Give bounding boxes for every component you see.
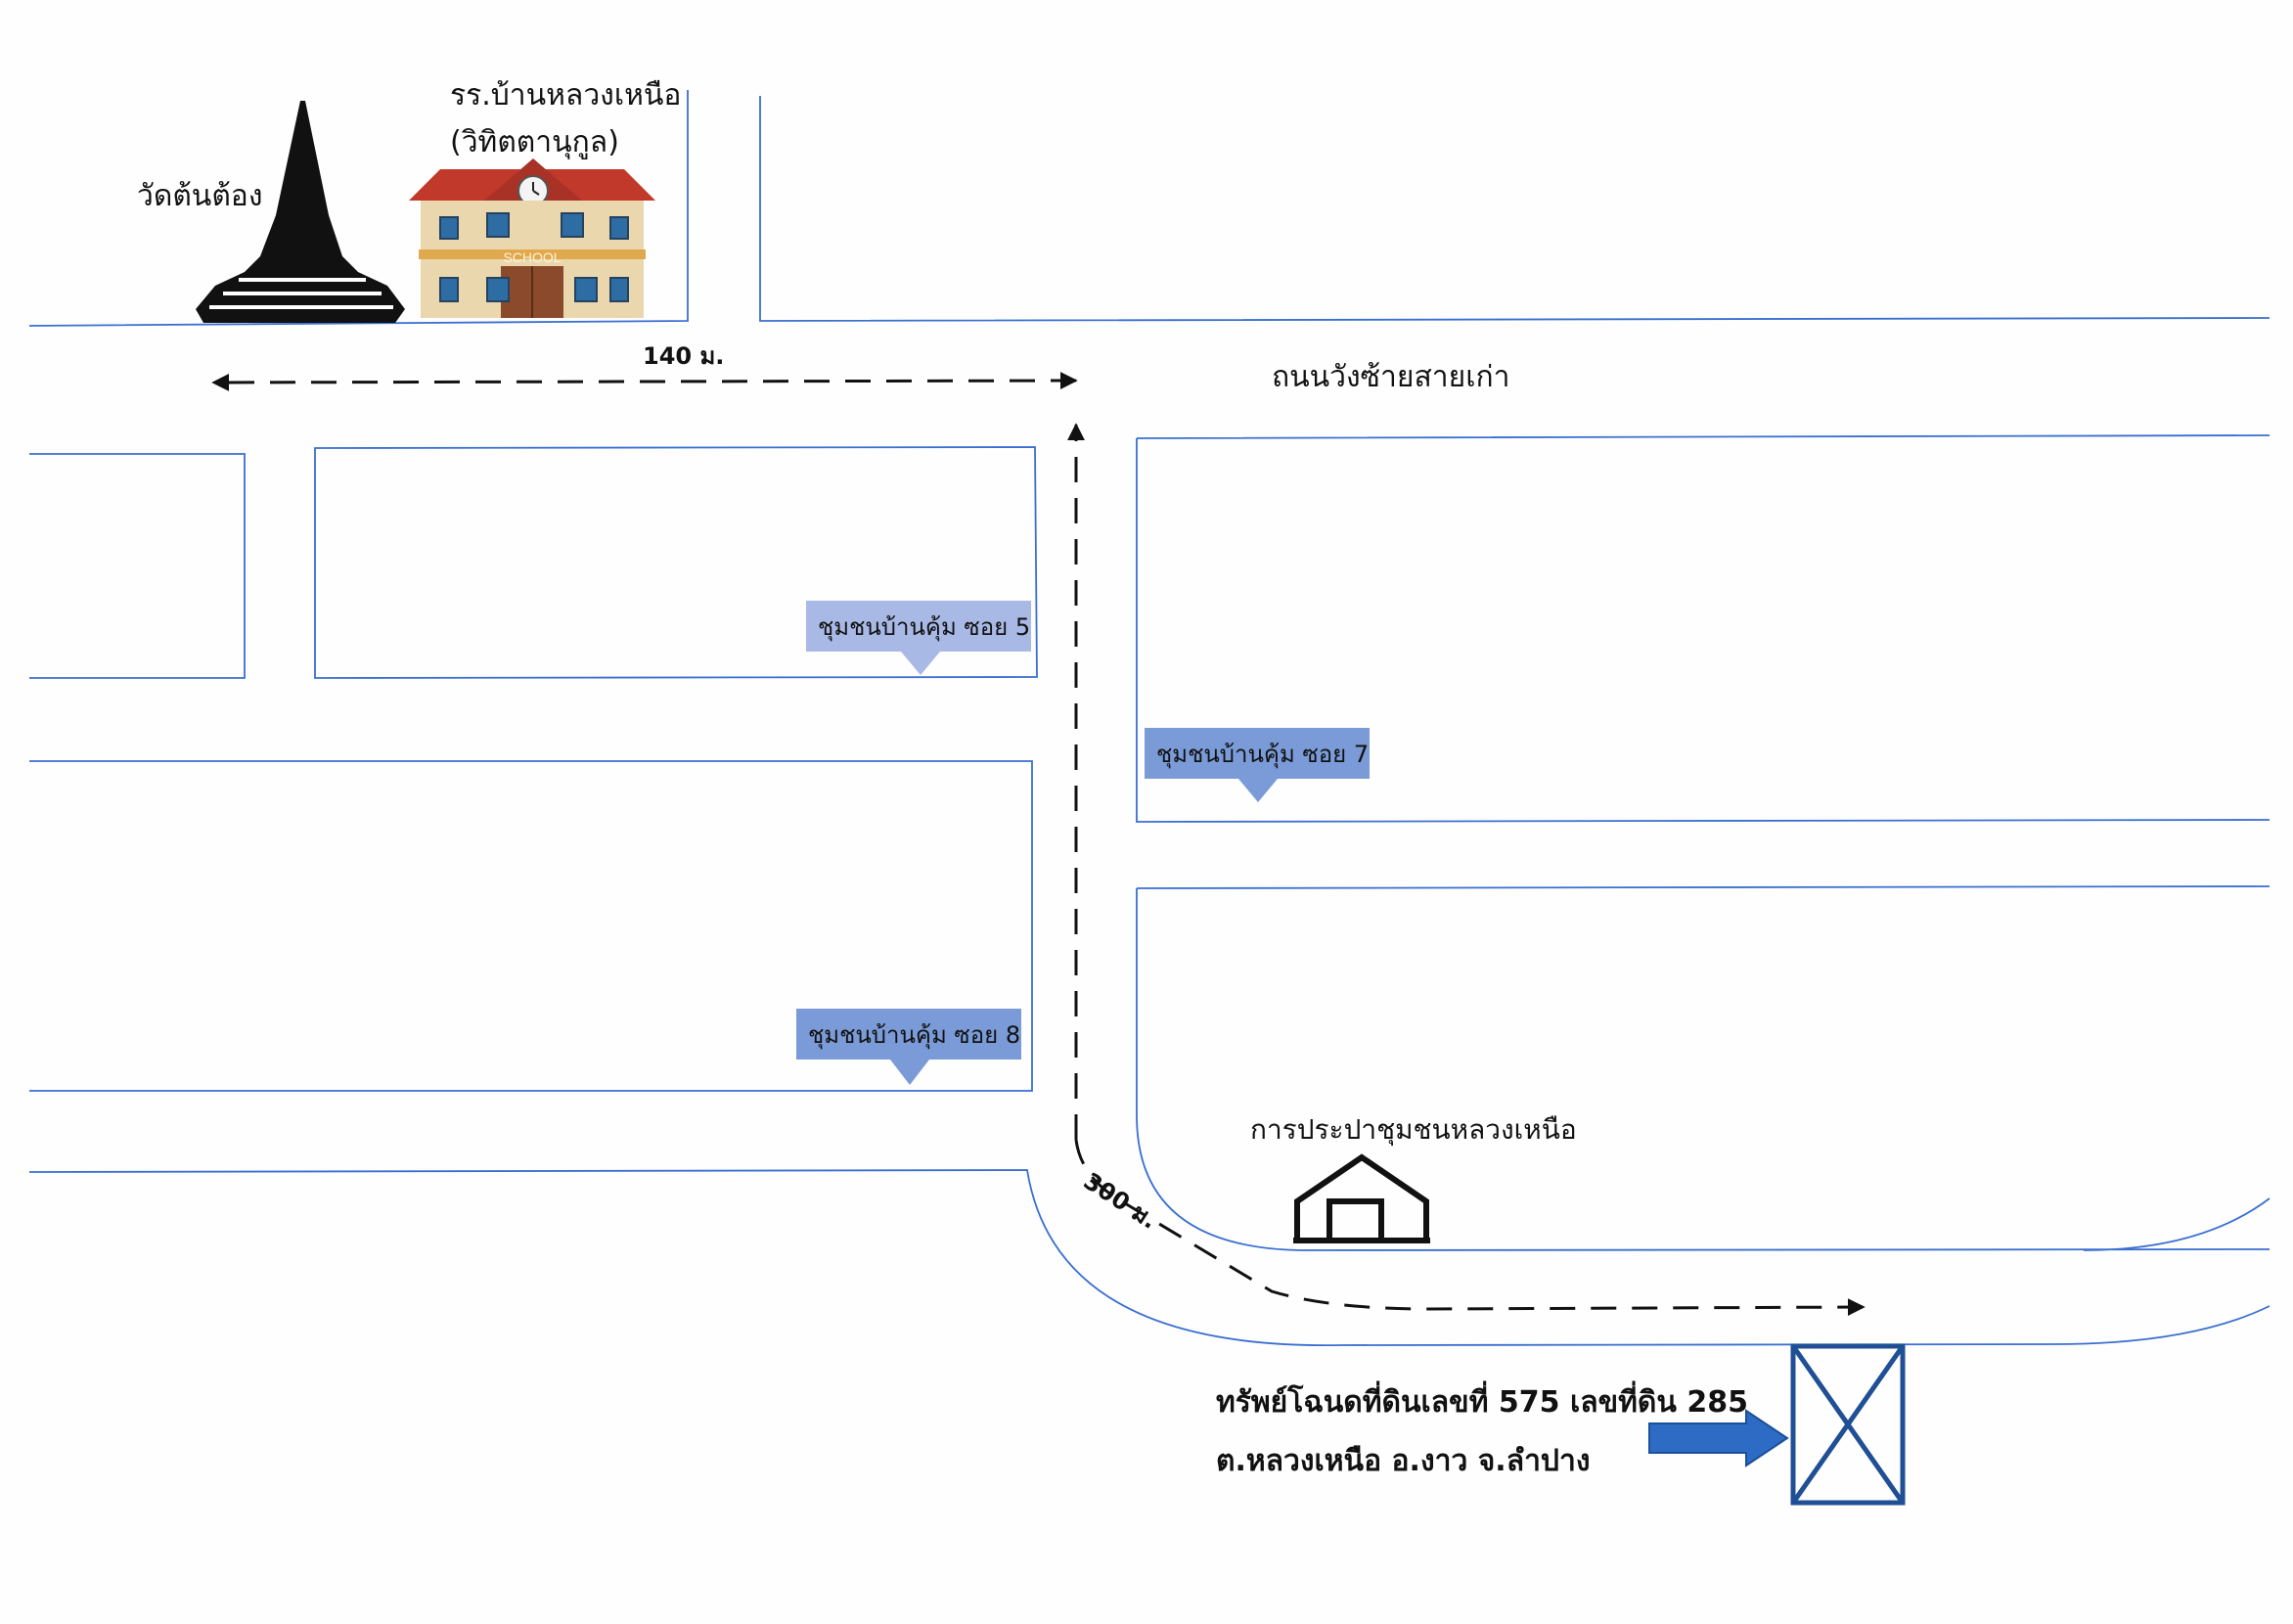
route-140m xyxy=(211,372,1078,391)
road-south-edge xyxy=(28,1169,2271,1346)
stupa-icon xyxy=(196,101,405,323)
road-east-curve xyxy=(2083,1197,2271,1251)
school-sign-text: SCHOOL xyxy=(503,249,561,265)
temple-label: วัดต้นต้อง xyxy=(137,179,263,213)
soi-8-label: ชุมชนบ้านคุ้ม ซอย 8 xyxy=(796,1009,1021,1060)
block-waterworks xyxy=(1136,885,2271,1251)
school-subname-label: (วิทิตตานุกูล) xyxy=(450,125,619,159)
soi-7-pointer xyxy=(1238,779,1278,802)
north-block-left xyxy=(28,90,689,327)
soi-5-label: ชุมชนบ้านคุ้ม ซอย 5 xyxy=(806,601,1031,652)
road-lines xyxy=(28,90,2271,1346)
soi-5-text: ชุมชนบ้านคุ้ม ซอย 5 xyxy=(818,612,1031,641)
distance-140-label: 140 ม. xyxy=(643,342,725,370)
block-soi8 xyxy=(29,760,1033,1092)
soi-5-pointer xyxy=(901,652,940,675)
block-soi7 xyxy=(1136,434,2271,823)
x-box-marker-icon xyxy=(1790,1343,1906,1506)
soi-7-text: ชุมชนบ้านคุ้ม ซอย 7 xyxy=(1156,740,1370,768)
right-arrow-icon xyxy=(1648,1409,1789,1467)
soi-7-label: ชุมชนบ้านคุ้ม ซอย 7 xyxy=(1145,728,1370,779)
waterworks-label: การประปาชุมชนหลวงเหนือ xyxy=(1250,1113,1577,1146)
block-west-small xyxy=(29,453,246,679)
route-300m xyxy=(1074,426,1864,1309)
road-name-label: ถนนวังซ้ายสายเก่า xyxy=(1272,360,1510,394)
block-soi5 xyxy=(314,446,1038,679)
route-lines xyxy=(211,372,1864,1309)
north-block-right xyxy=(759,96,2271,322)
school-name-label: รร.บ้านหลวงเหนือ xyxy=(450,78,682,113)
soi-8-text: ชุมชนบ้านคุ้ม ซอย 8 xyxy=(808,1020,1021,1049)
parcel-location-label: ต.หลวงเหนือ อ.งาว จ.ลำปาง xyxy=(1216,1444,1591,1478)
house-icon xyxy=(1293,1153,1430,1243)
parcel-deed-label: ทรัพย์โฉนดที่ดินเลขที่ 575 เลขที่ดิน 285 xyxy=(1216,1385,1748,1420)
soi-8-pointer xyxy=(890,1060,929,1085)
school-building-icon xyxy=(409,158,655,318)
